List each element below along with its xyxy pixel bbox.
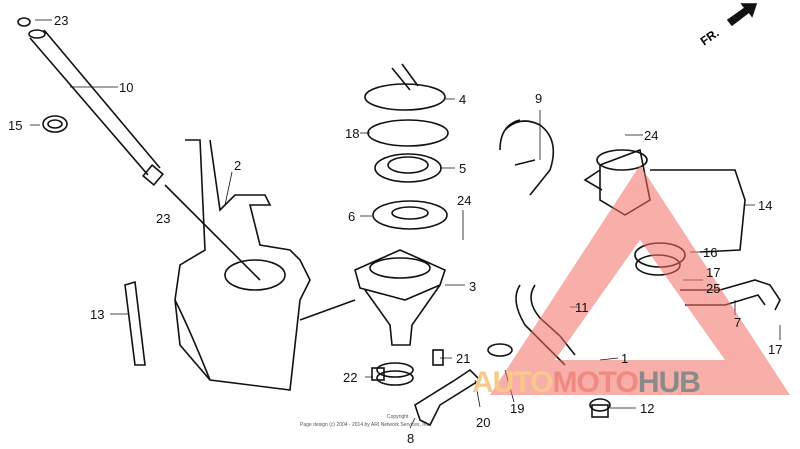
callout-21: 21 xyxy=(456,351,471,366)
callout-4: 4 xyxy=(459,92,467,107)
callout-18: 18 xyxy=(345,126,360,141)
callout-11: 11 xyxy=(575,300,589,315)
callout-17: 17 xyxy=(706,265,721,280)
callout-24: 24 xyxy=(457,193,472,208)
copyright-text: Page design (c) 2004 - 2014 by ARI Netwo… xyxy=(300,422,431,428)
part-hose-9 xyxy=(499,119,555,196)
part-clamp-19 xyxy=(487,343,513,357)
watermark-logo-triangle xyxy=(490,165,790,395)
callout-1: 1 xyxy=(621,351,629,366)
callout-25: 25 xyxy=(706,281,721,296)
callout-10: 10 xyxy=(119,80,134,95)
watermark-auto: AUTO xyxy=(472,366,553,399)
callout-2: 2 xyxy=(234,158,242,173)
part-bowl xyxy=(299,249,446,346)
front-arrow-icon xyxy=(726,3,758,27)
part-seat xyxy=(372,200,448,230)
callout-22: 22 xyxy=(343,370,358,385)
watermark-moto: MOTO xyxy=(552,366,638,399)
callout-15: 15 xyxy=(8,118,23,133)
callout-5: 5 xyxy=(459,161,467,176)
callout-13: 13 xyxy=(90,307,105,322)
callout-9: 9 xyxy=(535,91,543,106)
part-oring xyxy=(367,119,449,147)
callout-6: 6 xyxy=(348,209,356,224)
part-hose-8 xyxy=(414,368,482,427)
part-cap-12 xyxy=(589,398,611,418)
part-fitting-21 xyxy=(432,349,444,366)
callout-19: 19 xyxy=(510,401,525,416)
part-shaft xyxy=(17,17,164,186)
callout-14: 14 xyxy=(758,198,773,213)
callout-12: 12 xyxy=(640,401,655,416)
part-bracket xyxy=(124,280,146,366)
callout-16: 16 xyxy=(703,245,718,260)
watermark-hub: HUB xyxy=(637,366,701,399)
callout-8: 8 xyxy=(407,431,415,446)
callout-20: 20 xyxy=(476,415,491,430)
part-housing xyxy=(164,139,311,391)
copyright-short: Copyright xyxy=(387,414,409,420)
part-cap xyxy=(364,63,446,111)
watermark-logo-text: AUTOMOTOHUB xyxy=(472,366,701,399)
part-hose-11 xyxy=(515,284,576,366)
callout-3: 3 xyxy=(469,279,477,294)
part-clamp-22 xyxy=(371,362,414,386)
callout-17b: 17 xyxy=(768,342,783,357)
part-canister xyxy=(583,148,746,253)
callout-23b: 23 xyxy=(156,211,171,226)
callout-24b: 24 xyxy=(644,128,659,143)
part-diaphragm xyxy=(374,153,442,183)
callout-7: 7 xyxy=(734,315,742,330)
callout-23: 23 xyxy=(54,13,69,28)
